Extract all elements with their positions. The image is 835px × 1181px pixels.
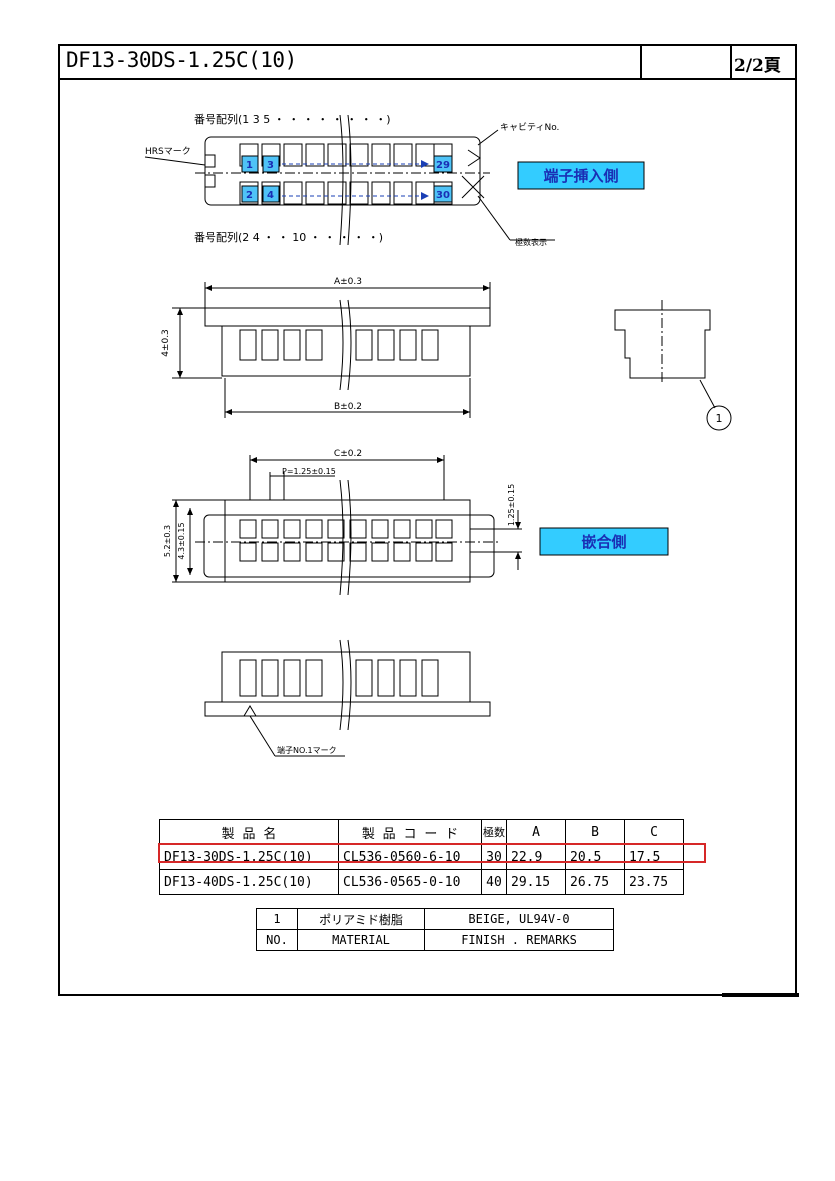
col-b: B <box>565 819 625 845</box>
cell-pole-count: 30 <box>481 844 507 870</box>
dim-height-label: 4±0.3 <box>161 329 171 357</box>
cell-finish: BEIGE, UL94V-0 <box>424 908 614 930</box>
table-row: DF13-30DS-1.25C(10) CL536-0560-6-10 30 2… <box>159 844 684 870</box>
terminal-insertion-side-badge <box>517 161 645 190</box>
cell-material: ポリアミド樹脂 <box>297 908 425 930</box>
pin-order-bottom-label: 番号配列(2 4 ・ ・ 10 ・ ・ ・ ・ ・) <box>194 230 383 244</box>
col-product-name: 製 品 名 <box>159 819 339 845</box>
cell-product-name: DF13-30DS-1.25C(10) <box>159 844 339 870</box>
cell-c: 23.75 <box>624 869 684 895</box>
cell-a: 22.9 <box>506 844 566 870</box>
dim-a-label: A±0.3 <box>334 277 362 287</box>
cell-b: 26.75 <box>565 869 625 895</box>
part-callout-number: 1 <box>716 412 723 425</box>
col-pole-count: 極数 <box>481 819 507 845</box>
pin-label-2: 2 <box>246 190 253 201</box>
view-terminal-insertion-side <box>144 114 555 246</box>
terminal-insertion-side-label: 端子挿入側 <box>543 167 618 185</box>
material-row: 1 ポリアミド樹脂 BEIGE, UL94V-0 <box>256 908 614 930</box>
table-row: DF13-40DS-1.25C(10) CL536-0565-0-10 40 2… <box>159 869 684 895</box>
dim-c-label: C±0.2 <box>334 449 362 459</box>
terminal-no1-mark-label: 端子NO.1マーク <box>277 745 337 755</box>
pin-order-top-label: 番号配列(1 3 5 ・ ・ ・ ・ ・ ・ ・ ・) <box>194 112 391 126</box>
cell-product-code: CL536-0560-6-10 <box>338 844 482 870</box>
cell-a: 29.15 <box>506 869 566 895</box>
view-side-profile <box>172 282 732 431</box>
cell-material-no: 1 <box>256 908 298 930</box>
cell-c: 17.5 <box>624 844 684 870</box>
dim-4-3-label: 4.3±0.15 <box>177 522 186 559</box>
mating-side-badge <box>539 527 669 556</box>
mating-side-label: 嵌合側 <box>581 533 626 551</box>
drawing-title: DF13-30DS-1.25C(10) <box>66 48 297 72</box>
pin-label-3: 3 <box>267 160 274 171</box>
title-block: DF13-30DS-1.25C(10) 2/2頁 <box>60 46 795 80</box>
pole-display-label: 極数表示 <box>515 237 547 247</box>
drawing-sheet: DF13-30DS-1.25C(10) 2/2頁 <box>58 44 797 996</box>
material-header: NO. MATERIAL FINISH . REMARKS <box>256 929 614 951</box>
col-no: NO. <box>256 929 298 951</box>
col-product-code: 製 品 コ ー ド <box>338 819 482 845</box>
product-table: 製 品 名 製 品 コ ー ド 極数 A B C DF13-30DS-1.25C… <box>159 819 684 895</box>
material-table: 1 ポリアミド樹脂 BEIGE, UL94V-0 NO. MATERIAL FI… <box>256 908 614 951</box>
dim-5-2-label: 5.2±0.3 <box>163 525 172 557</box>
view-bottom-profile <box>204 639 491 757</box>
pin-label-1: 1 <box>246 160 253 171</box>
view-mating-side <box>172 455 522 596</box>
page-cell <box>730 46 797 78</box>
col-finish-remarks: FINISH . REMARKS <box>424 929 614 951</box>
hrs-mark-label: HRSマーク <box>145 146 191 157</box>
col-a: A <box>506 819 566 845</box>
cavity-no-label: キャビティNo. <box>500 122 559 133</box>
page-number: 2/2頁 <box>734 56 781 76</box>
product-table-header: 製 品 名 製 品 コ ー ド 極数 A B C <box>159 819 684 845</box>
cell-product-name: DF13-40DS-1.25C(10) <box>159 869 339 895</box>
cell-pole-count: 40 <box>481 869 507 895</box>
pin-label-30: 30 <box>436 190 450 201</box>
sheet-bottom-bar <box>722 993 799 997</box>
cell-product-code: CL536-0565-0-10 <box>338 869 482 895</box>
cavity-row-top <box>239 143 453 167</box>
cell-b: 20.5 <box>565 844 625 870</box>
col-c: C <box>624 819 684 845</box>
dim-b-label: B±0.2 <box>334 402 362 412</box>
pin-label-29: 29 <box>436 160 450 171</box>
col-material: MATERIAL <box>297 929 425 951</box>
title-block-blank-cell <box>640 46 732 78</box>
dim-row-pitch-label: 1.25±0.15 <box>507 484 516 526</box>
pin-label-4: 4 <box>267 190 274 201</box>
dim-pitch-label: P=1.25±0.15 <box>282 467 336 476</box>
